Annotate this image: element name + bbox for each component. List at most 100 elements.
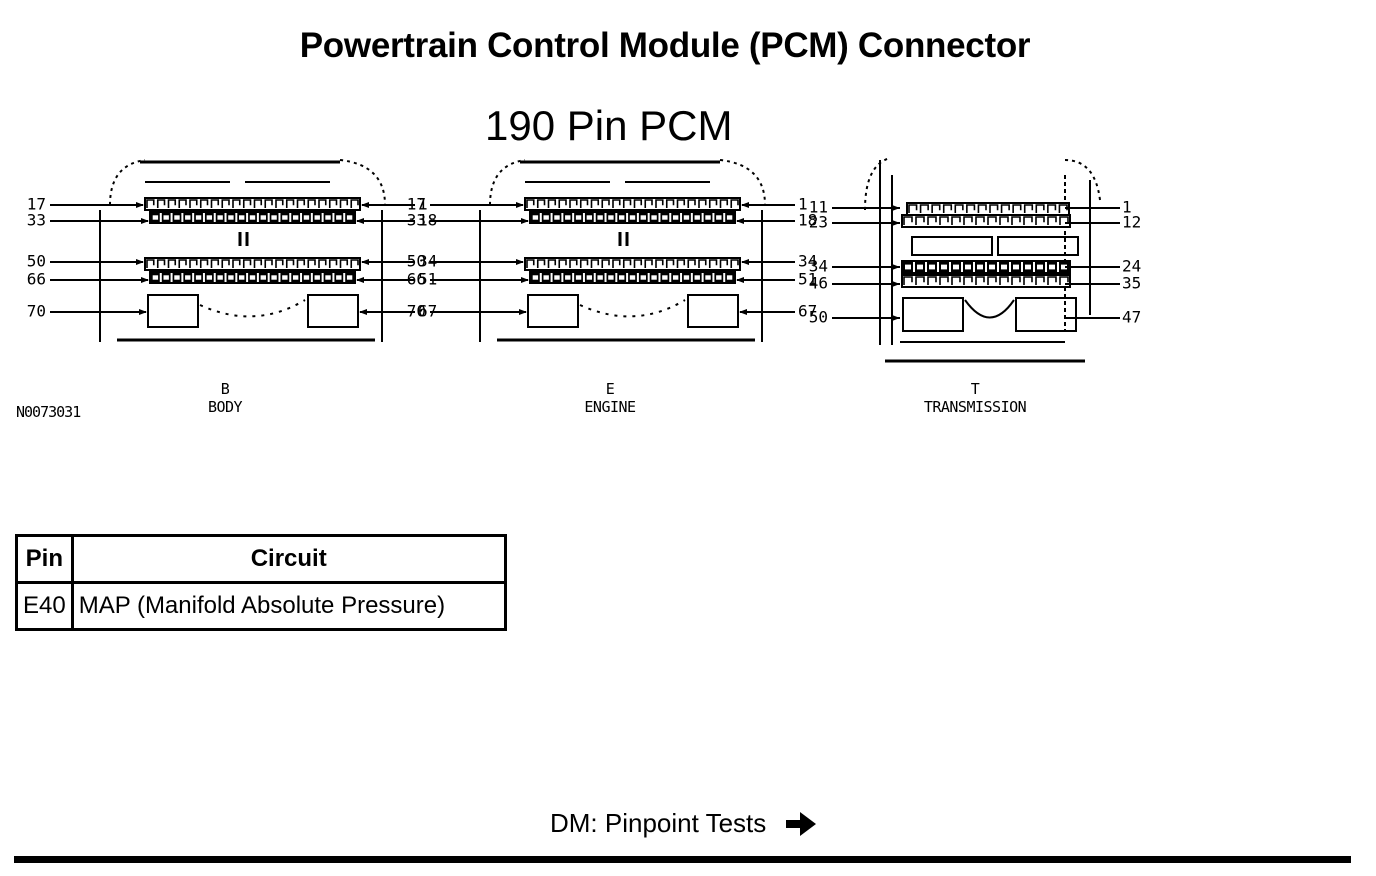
pin-number-label-left: 50 [407,252,426,271]
pin-slot [662,275,668,280]
pin-cavity [1023,276,1033,285]
pin-slot [977,264,983,270]
pin-slot [292,275,299,280]
pin-slot [651,215,657,220]
pin-cavity [903,216,913,225]
pin-cavity [665,259,675,268]
pin-number-label-right: 1 [1122,198,1132,217]
housing-corner-arc [719,159,766,206]
pin-cavity [1047,204,1057,213]
pin-slot [565,215,571,220]
pin-cavity [569,199,578,208]
pin-slot [608,215,614,220]
pin-cavity [547,199,557,208]
pin-cavity [558,259,567,268]
pin-cavity [719,259,729,268]
pin-cavity [698,199,707,208]
pin-slot [705,275,711,280]
pin-cavity [328,199,338,208]
leader-arrowhead [361,202,369,208]
pin-number-label-right: 18 [798,211,817,230]
pinpoint-tests-link[interactable]: DM: Pinpoint Tests [550,808,818,839]
pin-slot [619,215,625,220]
pin-number-label-right: 47 [1122,308,1141,327]
pin-slot [640,275,646,280]
pin-cavity [975,276,985,285]
pin-cavity [1059,216,1069,225]
leader-arrowhead [516,202,524,208]
pin-number-label-left: 66 [27,270,46,289]
pin-cavity [987,276,997,285]
pin-number-label-left: 70 [407,302,426,321]
pin-slot [303,215,310,220]
pin-cavity [999,276,1009,285]
pin-slot [228,275,234,280]
pin-cavity [963,216,973,225]
connector-caption-engine: E ENGINE [560,380,660,416]
pin-slot [336,275,342,280]
pin-slot [174,215,180,220]
pin-slot [1001,264,1007,270]
leader-arrowhead [139,309,147,315]
pin-cavity [526,199,535,208]
pin-row-3 [144,257,361,271]
pin-cavity [942,204,953,213]
pinpoint-tests-label[interactable]: DM: Pinpoint Tests [550,808,767,838]
pin-number-label-right: 67 [798,302,817,321]
pin-cavity [633,259,643,268]
pin-slot [716,275,722,280]
pin-cavity [1035,276,1045,285]
leader-arrowhead [136,202,144,208]
pin-row-1 [524,197,741,211]
pin-number-label-left: 50 [809,308,828,327]
pin-cavity [963,276,973,285]
pin-row-4 [901,274,1071,288]
leader-arrowhead [521,277,529,283]
pin-cavity [232,199,241,208]
pin-slot [163,215,169,220]
pin-cavity [951,216,961,225]
pin-cavity [242,199,252,208]
pin-slot [325,275,331,280]
pin-cavity [178,199,187,208]
pin-row-1 [906,202,1070,216]
right-arrow-icon[interactable] [784,810,818,838]
pin-table: Pin Circuit E40 MAP (Manifold Absolute P… [15,534,507,631]
pin-slot [953,264,959,270]
pin-cavity [708,259,718,268]
housing-corner-arc [489,159,526,206]
pin-number-label-left: 66 [407,270,426,289]
pin-slot [185,215,191,220]
pin-number-label-left: 33 [27,211,46,230]
connector-letter: E [605,380,615,398]
pin-slot [726,275,733,280]
housing-corner-arc [109,159,146,206]
pin-cavity [579,259,589,268]
pin-cavity [199,199,209,208]
pin-slot [662,215,668,220]
pin-slot [163,275,169,280]
pin-cavity [178,259,187,268]
pin-cavity [919,204,929,213]
leader-arrowhead [359,309,367,315]
pin-cavity [146,199,155,208]
pin-slot [249,275,256,280]
table-row: E40 MAP (Manifold Absolute Pressure) [15,581,507,631]
pin-slot [282,275,288,280]
pin-slot [314,215,320,220]
pin-cavity [939,216,949,225]
connector-letter: B [220,380,230,398]
pin-cavity [1035,204,1045,213]
pin-number-label-right: 67 [418,302,437,321]
housing-corner-arc [339,159,386,206]
keyway-left [911,236,993,256]
leader-arrowhead [892,281,900,287]
pin-table-header-row: Pin Circuit [15,534,507,584]
pin-cavity [644,199,653,208]
pin-number-label-right: 24 [1122,257,1141,276]
pin-cavity [698,259,707,268]
pin-number-label-left: 70 [27,302,46,321]
power-bay-right [307,294,359,328]
pin-slot [597,275,603,280]
bottom-divider [14,856,1351,863]
